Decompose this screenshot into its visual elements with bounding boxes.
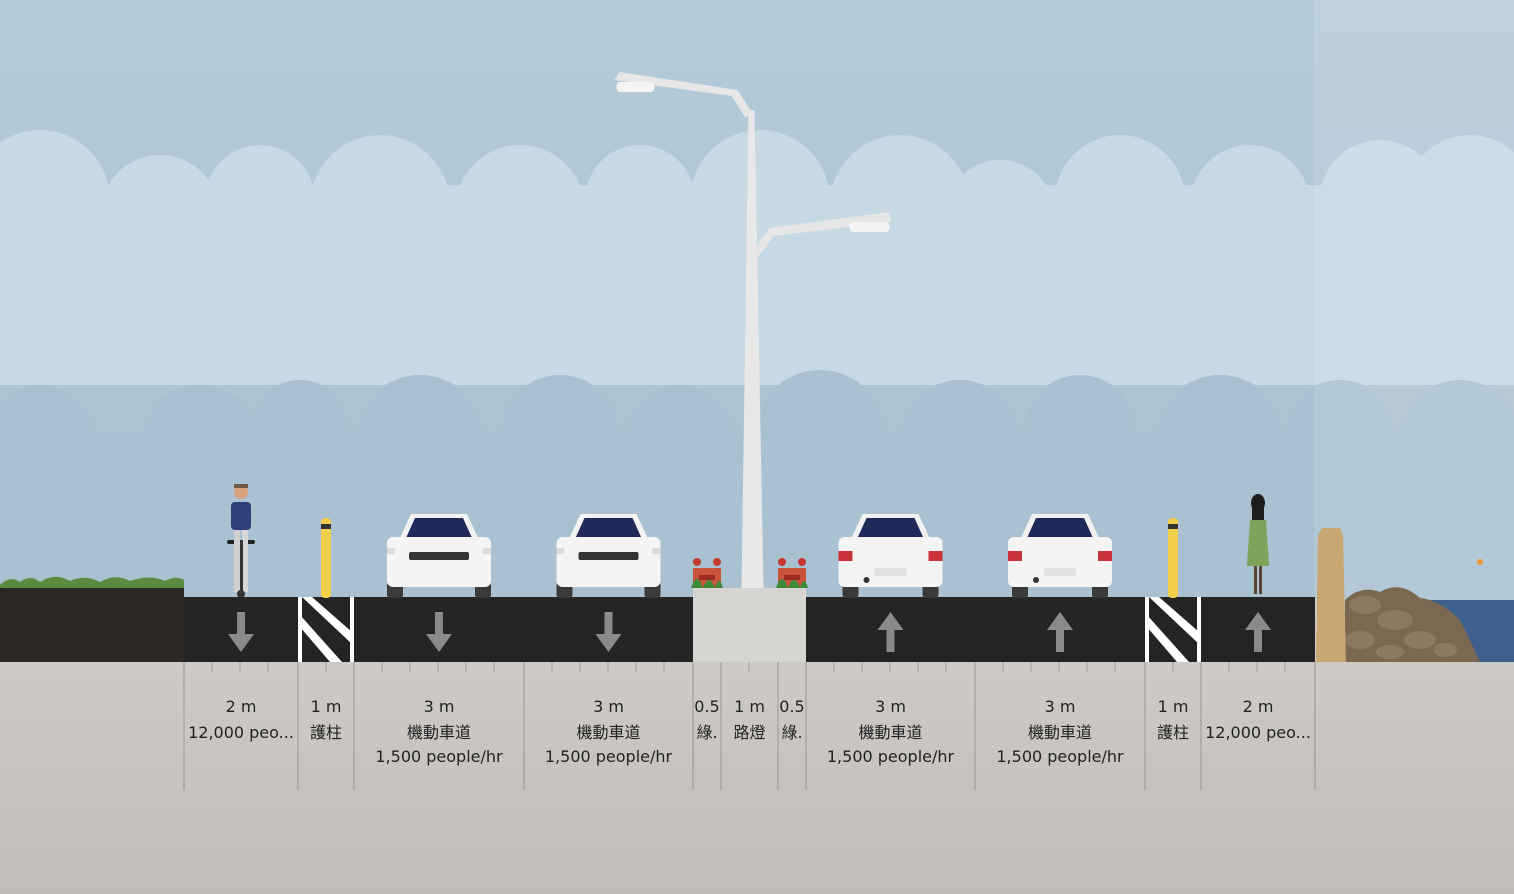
segment-name: 12,000 peo...: [1205, 723, 1311, 742]
street-light-icon: [614, 72, 892, 588]
segment-capacity: 1,500 people/hr: [996, 747, 1124, 766]
direction-arrow-up: [877, 612, 904, 652]
segment-name: 護柱: [309, 723, 342, 742]
direction-arrow-down: [228, 612, 254, 652]
right-edge-shore: [1316, 528, 1514, 662]
edge-fade-overlay: [1314, 0, 1514, 662]
segment-width: 2 m: [1242, 697, 1274, 716]
segment-capacity: 1,500 people/hr: [375, 747, 503, 766]
bollard: [1168, 518, 1178, 598]
segment-label[interactable]: 1 m 路燈: [721, 695, 778, 745]
direction-arrow-down: [595, 612, 622, 652]
segment-width: 0.5: [694, 697, 720, 716]
segment-label[interactable]: 2 m 12,000 peo...: [1201, 695, 1315, 745]
segment-width: 3 m: [875, 697, 906, 716]
segment-name: 護柱: [1156, 723, 1189, 742]
segment-label[interactable]: 0.5 綠.: [778, 695, 806, 745]
segment-name: 綠.: [781, 723, 803, 742]
car-rear: [1008, 514, 1112, 598]
ground: [0, 660, 1514, 894]
segment-label[interactable]: 3 m 機動車道 1,500 people/hr: [806, 695, 975, 769]
segment-label[interactable]: 3 m 機動車道 1,500 people/hr: [354, 695, 524, 769]
car-rear: [838, 514, 943, 598]
scooter-rider-icon: [227, 484, 255, 598]
segment-width: 3 m: [423, 697, 455, 716]
car-front: [556, 514, 661, 598]
segment-label[interactable]: 1 m 護柱: [298, 695, 354, 745]
segment-width: 0.5: [779, 697, 805, 716]
direction-arrow-up: [1245, 612, 1271, 652]
segment-name: 機動車道: [1027, 723, 1092, 742]
median-slab: [693, 588, 806, 662]
planter: [776, 558, 808, 588]
segment-width: 1 m: [734, 697, 765, 716]
bollard: [321, 518, 331, 598]
segment-name: 路燈: [733, 723, 766, 742]
direction-arrow-up: [1047, 612, 1073, 652]
car-front: [387, 514, 491, 598]
segment-name: 機動車道: [858, 723, 923, 742]
segment-width: 2 m: [225, 697, 257, 716]
segment-width: 1 m: [1157, 697, 1189, 716]
left-edge-soil: [0, 576, 184, 662]
segment-capacity: 1,500 people/hr: [826, 747, 955, 766]
segment-label[interactable]: 0.5 綠.: [693, 695, 721, 745]
segment-width: 1 m: [310, 697, 342, 716]
segment-label[interactable]: 3 m 機動車道 1,500 people/hr: [975, 695, 1145, 769]
segment-label[interactable]: 3 m 機動車道 1,500 people/hr: [524, 695, 693, 769]
planter: [691, 558, 723, 588]
segment-label[interactable]: 1 m 護柱: [1145, 695, 1201, 745]
segment-name: 綠.: [696, 723, 718, 742]
segment-name: 12,000 peo...: [188, 723, 294, 742]
segment-capacity: 1,500 people/hr: [544, 747, 673, 766]
segment-label[interactable]: 2 m 12,000 peo...: [184, 695, 298, 745]
pedestrian-icon: [1247, 494, 1269, 594]
segment-width: 3 m: [593, 697, 624, 716]
segment-name: 機動車道: [406, 723, 471, 742]
direction-arrow-down: [426, 612, 452, 652]
segment-name: 機動車道: [576, 723, 641, 742]
buffer-hatch: [1145, 597, 1201, 662]
segment-width: 3 m: [1044, 697, 1076, 716]
buffer-hatch: [298, 597, 354, 662]
